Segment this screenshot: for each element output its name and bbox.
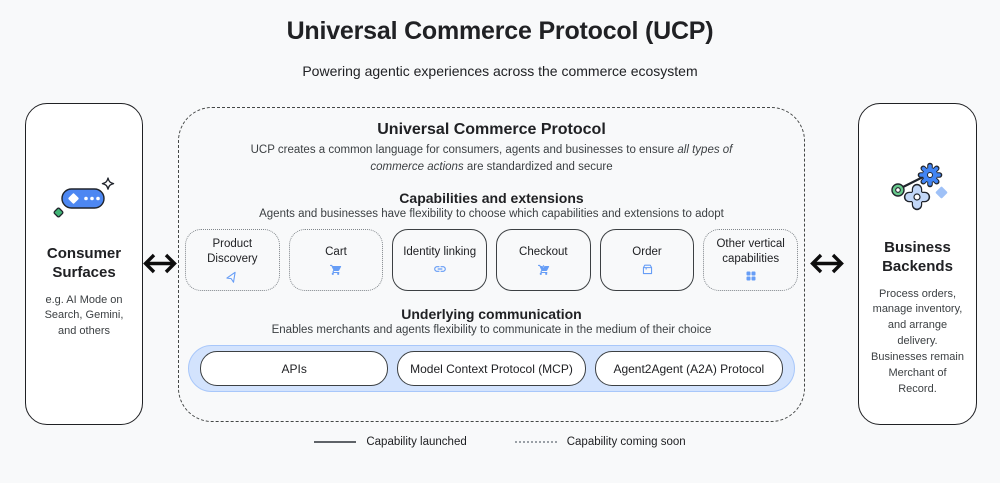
- capability-other-vertical: Other vertical capabilities: [703, 229, 799, 292]
- capability-order: Order: [599, 229, 695, 292]
- communication-bar: APIs Model Context Protocol (MCP) Agent2…: [188, 345, 795, 393]
- business-backends-description: Process orders, manage inventory, and ar…: [871, 287, 964, 396]
- page-title: Universal Commerce Protocol (UCP): [286, 17, 714, 45]
- grid-icon: [745, 269, 757, 283]
- consumer-surfaces-title: Consumer Surfaces: [46, 245, 122, 281]
- capabilities-section-title: Capabilities and extensions: [399, 190, 584, 207]
- right-bidirectional-arrow-icon: [807, 250, 847, 282]
- capability-label: Identity linking: [403, 245, 477, 258]
- cart-checkout-icon: [537, 262, 550, 276]
- capability-cart: Cart: [288, 229, 384, 292]
- dotted-line-swatch: [514, 441, 557, 443]
- capability-checkout: Checkout: [496, 229, 591, 292]
- protocol-a2a: Agent2Agent (A2A) Protocol: [594, 351, 783, 387]
- capabilities-row: Product Discovery Cart Identity linking …: [179, 229, 804, 292]
- business-backends-icon: [885, 162, 951, 223]
- capability-label: Product Discovery: [207, 238, 258, 265]
- package-icon: [641, 262, 654, 276]
- send-icon: [226, 269, 239, 283]
- ucp-title: Universal Commerce Protocol: [377, 121, 606, 138]
- capability-label: Order: [632, 245, 662, 258]
- solid-line-swatch: [314, 441, 357, 443]
- consumer-surfaces-description: e.g. AI Mode on Search, Gemini, and othe…: [44, 293, 124, 338]
- communication-section-title: Underlying communication: [401, 306, 582, 323]
- legend-launched: Capability launched: [314, 436, 467, 448]
- business-backends-title: Business Backends: [882, 239, 953, 275]
- consumer-surfaces-box: Consumer Surfaces e.g. AI Mode on Search…: [25, 103, 143, 425]
- legend-coming-soon: Capability coming soon: [514, 436, 686, 448]
- capability-label: Checkout: [519, 245, 568, 258]
- business-backends-box: Business Backends Process orders, manage…: [858, 103, 977, 425]
- legend-launched-label: Capability launched: [366, 436, 467, 448]
- page-subtitle: Powering agentic experiences across the …: [302, 63, 698, 79]
- protocol-apis: APIs: [200, 351, 389, 387]
- capabilities-section-subtitle: Agents and businesses have flexibility t…: [259, 208, 724, 221]
- capability-label: Cart: [325, 245, 347, 258]
- consumer-surfaces-icon: [51, 174, 117, 229]
- link-icon: [433, 262, 447, 276]
- ucp-description: UCP creates a common language for consum…: [250, 144, 733, 173]
- legend: Capability launched Capability coming so…: [0, 436, 1000, 448]
- legend-coming-soon-label: Capability coming soon: [566, 436, 686, 448]
- left-bidirectional-arrow-icon: [140, 250, 180, 282]
- capability-identity-linking: Identity linking: [392, 229, 487, 292]
- capability-product-discovery: Product Discovery: [184, 229, 280, 292]
- cart-icon: [329, 262, 342, 276]
- protocol-mcp: Model Context Protocol (MCP): [397, 351, 586, 387]
- capability-label: Other vertical capabilities: [716, 238, 785, 265]
- ucp-container: Universal Commerce Protocol UCP creates …: [178, 107, 805, 422]
- communication-section-subtitle: Enables merchants and agents flexibility…: [271, 324, 712, 337]
